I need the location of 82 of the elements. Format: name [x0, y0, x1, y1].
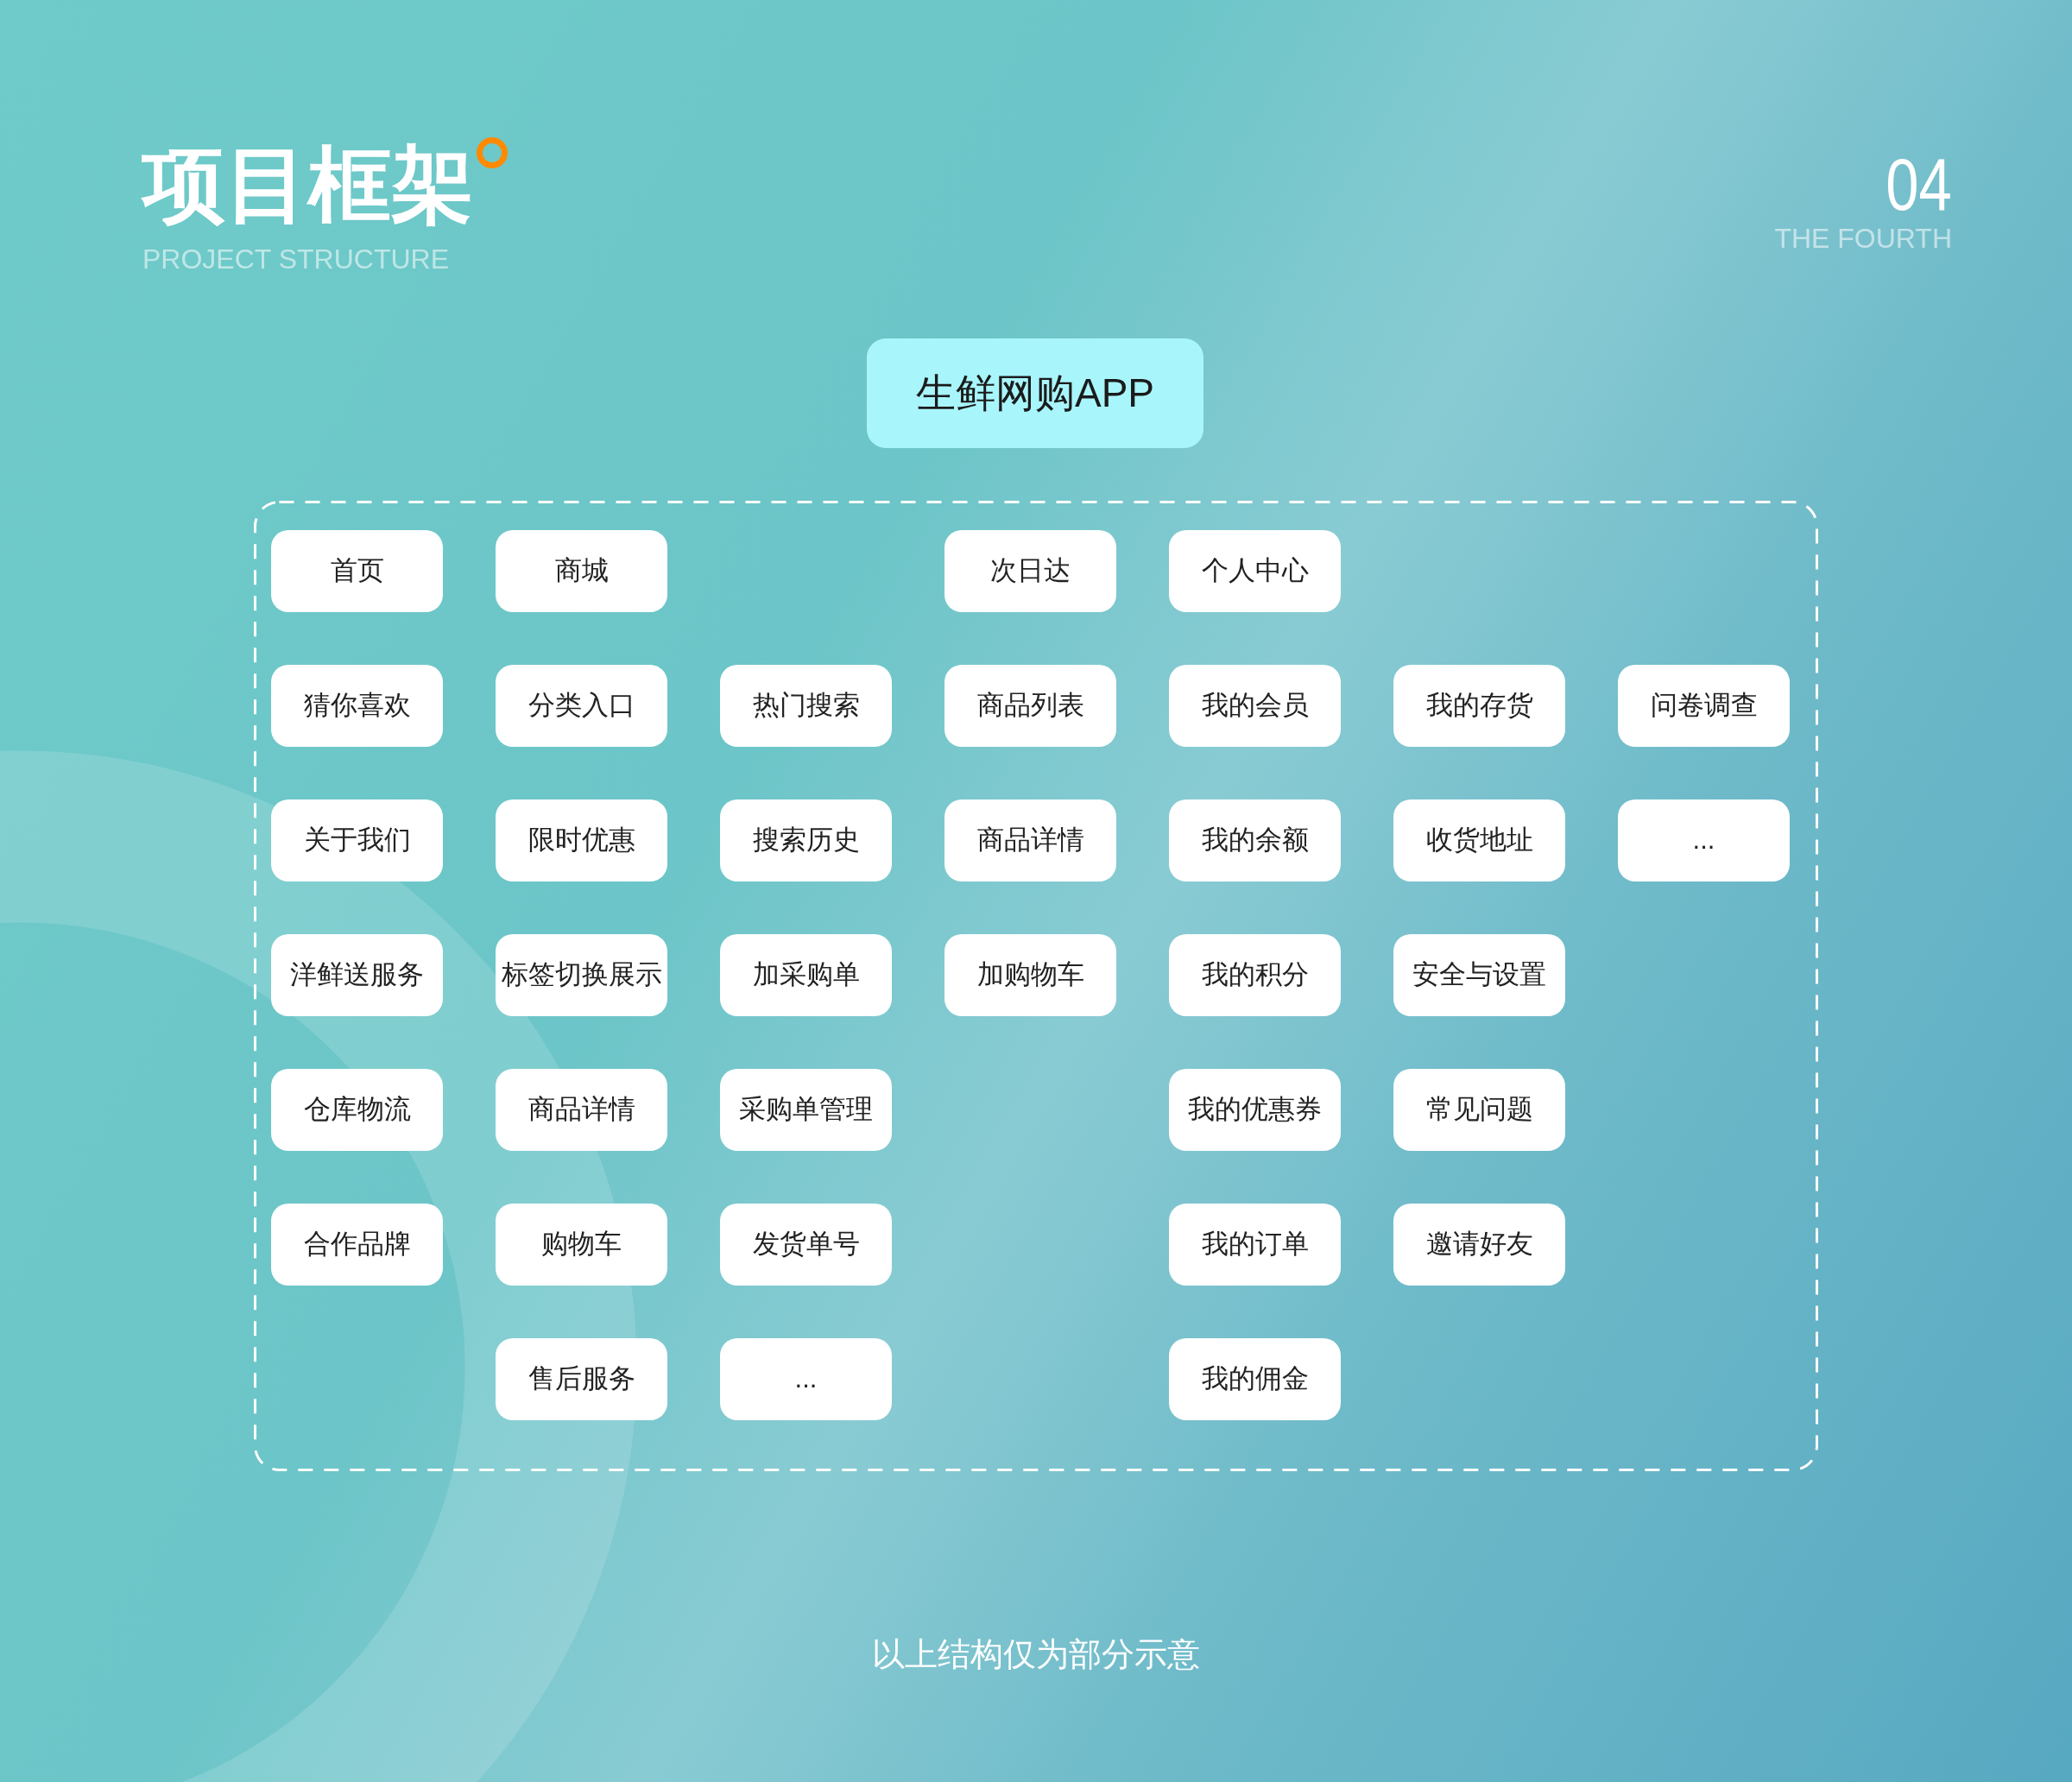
feature-box	[496, 934, 667, 1016]
feature-box	[1393, 799, 1565, 882]
feature-label: 常见问题	[1425, 1093, 1533, 1127]
feature-label: 我的优惠券	[1188, 1093, 1322, 1127]
feature-box	[496, 1069, 667, 1151]
feature-box	[271, 799, 443, 882]
feature-box	[720, 1204, 892, 1286]
feature-box	[720, 934, 892, 1016]
feature-box	[496, 1204, 667, 1286]
feature-label: 限时优惠	[527, 824, 635, 857]
feature-label: 商品详情	[527, 1093, 635, 1127]
feature-label: 标签切换展示	[501, 958, 662, 992]
feature-box	[496, 1338, 667, 1420]
feature-label: 问卷调查	[1650, 689, 1758, 723]
feature-box	[944, 934, 1116, 1016]
feature-box	[1393, 1204, 1565, 1286]
dashed-group-frame	[254, 501, 1818, 1471]
feature-box	[271, 1204, 443, 1286]
feature-box	[1393, 665, 1565, 747]
feature-label: ...	[1692, 824, 1715, 857]
app-name-box	[867, 338, 1203, 448]
feature-box	[1618, 799, 1790, 882]
feature-box	[1393, 1069, 1565, 1151]
section-subtitle: THE FOURTH	[1774, 224, 1952, 252]
feature-box	[720, 1069, 892, 1151]
feature-box	[271, 530, 443, 612]
feature-box	[720, 1338, 892, 1420]
feature-label: 搜索历史	[752, 824, 860, 857]
feature-label: 购物车	[541, 1228, 622, 1261]
feature-box	[1393, 934, 1565, 1016]
feature-label: 猜你喜欢	[303, 689, 411, 723]
feature-label: 合作品牌	[303, 1228, 411, 1261]
feature-label: 采购单管理	[739, 1093, 873, 1127]
feature-label: 加采购单	[752, 958, 860, 992]
feature-box	[1169, 1204, 1341, 1286]
feature-box	[1169, 530, 1341, 612]
feature-label: 关于我们	[303, 824, 411, 857]
feature-box	[1169, 1338, 1341, 1420]
feature-label: 热门搜索	[752, 689, 860, 723]
feature-label: 我的订单	[1201, 1228, 1309, 1261]
feature-label: 我的会员	[1201, 689, 1309, 723]
feature-box	[720, 799, 892, 882]
feature-box	[496, 530, 667, 612]
feature-box	[496, 799, 667, 882]
feature-label: 邀请好友	[1425, 1228, 1533, 1261]
feature-label: 加购物车	[976, 958, 1084, 992]
feature-label: 次日达	[990, 554, 1071, 588]
feature-label: 我的积分	[1201, 958, 1309, 992]
feature-label: 商品详情	[976, 824, 1084, 857]
feature-label: 我的存货	[1425, 689, 1533, 723]
page-title: 项目框架	[142, 143, 474, 226]
app-name-text: 生鲜网购APP	[915, 369, 1154, 417]
feature-label: ...	[794, 1362, 818, 1396]
feature-label: 我的余额	[1201, 824, 1309, 857]
feature-label: 售后服务	[527, 1362, 635, 1396]
feature-label: 洋鲜送服务	[290, 958, 424, 992]
feature-box	[1618, 665, 1790, 747]
caption-text: 以上结构仅为部分示意	[872, 1635, 1200, 1674]
feature-box	[1169, 934, 1341, 1016]
feature-box	[720, 665, 892, 747]
feature-label: 个人中心	[1201, 554, 1309, 588]
feature-label: 我的佣金	[1201, 1362, 1309, 1396]
feature-label: 商品列表	[976, 689, 1084, 723]
feature-box	[1169, 665, 1341, 747]
feature-box	[1169, 799, 1341, 882]
feature-box	[944, 665, 1116, 747]
feature-label: 商城	[554, 554, 609, 588]
feature-box	[496, 665, 667, 747]
subtitle-text: PROJECT STRUCTURE	[142, 245, 449, 273]
feature-box	[271, 665, 443, 747]
feature-box	[271, 1069, 443, 1151]
feature-box	[944, 530, 1116, 612]
feature-box	[271, 934, 443, 1016]
feature-label: 仓库物流	[303, 1093, 411, 1127]
feature-box	[944, 799, 1116, 882]
feature-label: 发货单号	[752, 1228, 860, 1261]
feature-label: 分类入口	[527, 689, 635, 723]
feature-label: 首页	[330, 554, 384, 588]
feature-label: 收货地址	[1425, 824, 1533, 857]
feature-box	[1169, 1069, 1341, 1151]
section-number: 04	[1886, 147, 1952, 221]
feature-label: 安全与设置	[1412, 958, 1546, 992]
